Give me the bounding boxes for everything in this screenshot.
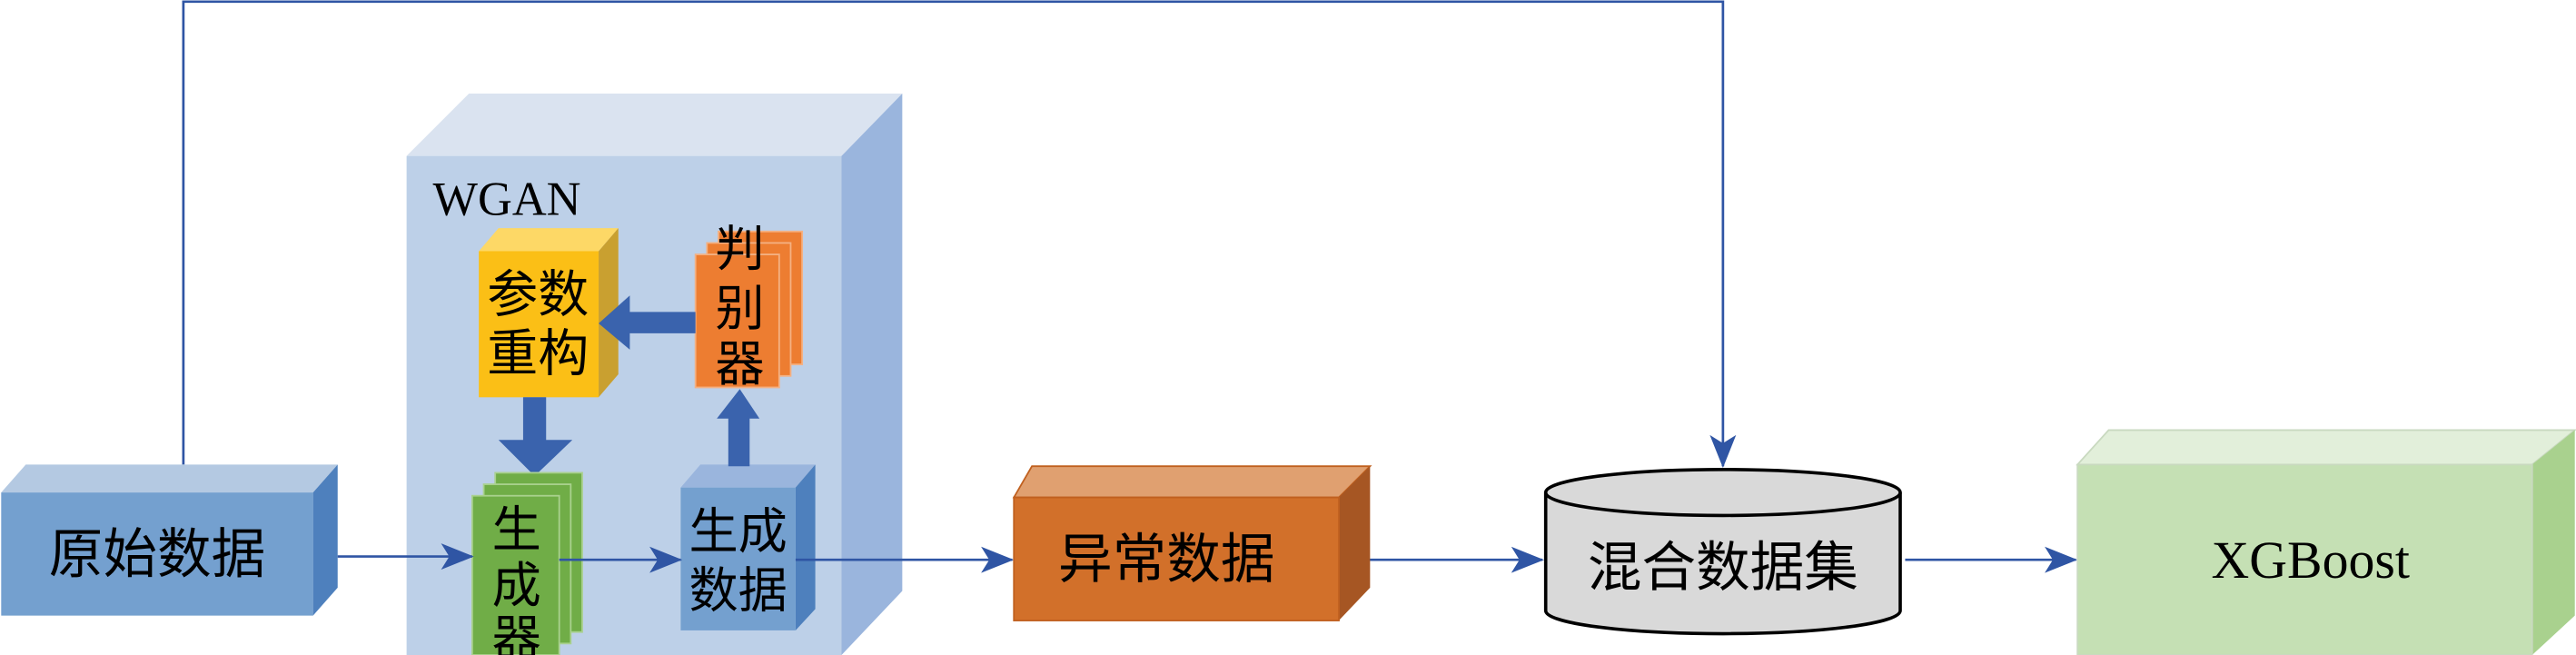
generated-data-box: 生成 数据	[680, 464, 816, 630]
wgan-label: WGAN	[433, 174, 581, 226]
discriminator-box: 判 别 器	[694, 223, 804, 392]
generator-box: 生 成 器	[471, 471, 583, 655]
flow-connectors	[337, 543, 2078, 573]
bypass-connector	[182, 0, 1737, 468]
discriminator-char-2: 别	[715, 282, 764, 336]
generator-char-2: 成	[492, 559, 541, 613]
param-rebuild-line2: 重构	[487, 326, 589, 382]
param-rebuild-line1: 参数	[487, 267, 589, 323]
generator-char-3: 器	[492, 611, 541, 655]
mixed-dataset-label: 混合数据集	[1588, 538, 1858, 598]
generated-data-line2: 数据	[689, 564, 787, 619]
feedback-block-arrow	[599, 295, 696, 350]
raw-data-label: 原始数据	[49, 525, 266, 585]
generator-char-1: 生	[492, 503, 541, 558]
param-to-generator-block-arrow	[498, 397, 573, 477]
anomaly-data-label: 异常数据	[1058, 530, 1275, 590]
param-rebuild-box: 参数 重构	[479, 228, 619, 398]
anomaly-data-box: 异常数据	[1012, 465, 1372, 621]
discriminator-char-1: 判	[715, 223, 764, 277]
mixed-dataset-cylinder: 混合数据集	[1543, 468, 1902, 636]
raw-data-box: 原始数据	[1, 464, 338, 616]
generated-to-discriminator-block-arrow	[717, 389, 760, 467]
generated-data-line1: 生成	[689, 505, 787, 560]
xgboost-box: XGBoost	[2076, 429, 2576, 655]
discriminator-char-3: 器	[715, 337, 764, 392]
xgboost-label: XGBoost	[2212, 531, 2410, 590]
